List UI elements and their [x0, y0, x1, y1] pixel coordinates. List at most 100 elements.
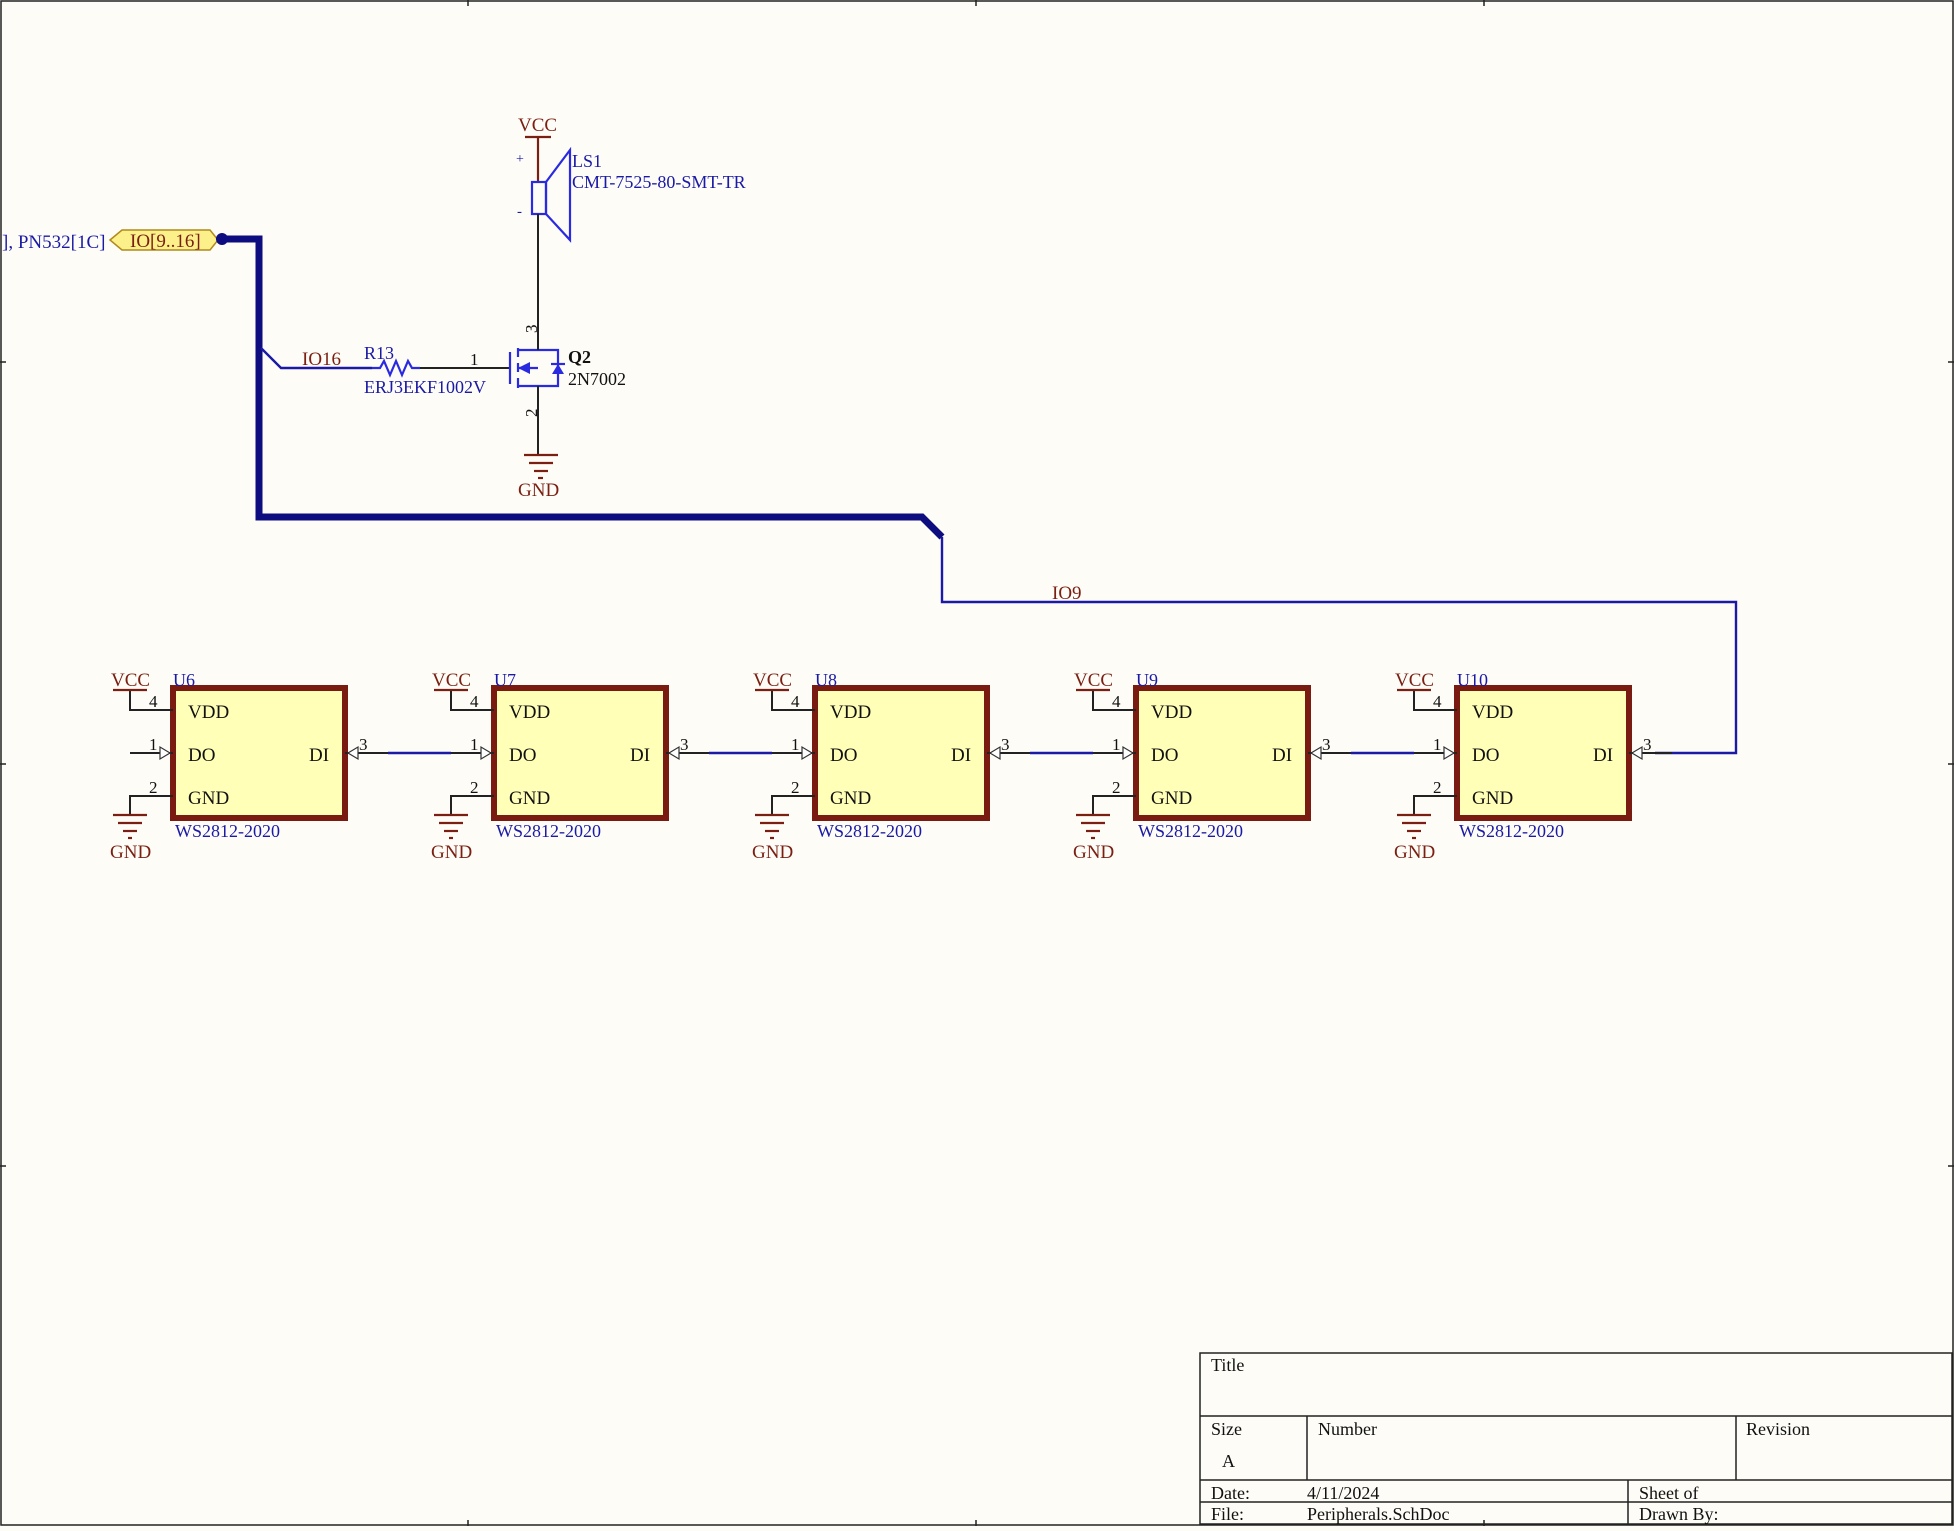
tb-drawn-by-label: Drawn By:: [1639, 1504, 1719, 1524]
pin-name-gnd-u6: GND: [188, 788, 229, 809]
ls1-minus: -: [517, 204, 522, 220]
bus-io[interactable]: [220, 235, 945, 540]
title-block: [1199, 1352, 1953, 1525]
pin-vdd-line-u9: [1092, 690, 1136, 711]
gnd-label-u8: GND: [752, 842, 793, 863]
tb-size-value: A: [1222, 1451, 1235, 1471]
led-chain: VCCGNDVDDDOGNDDI4123U6WS2812-2020VCCGNDV…: [110, 670, 1672, 863]
led-designator-u7: U7: [494, 670, 516, 690]
pin-number-di-u6: 3: [359, 735, 368, 754]
bus-port[interactable]: IO[9..16]: [108, 229, 219, 252]
pin-name-di-u6: DI: [309, 745, 329, 766]
gnd-label-u10: GND: [1394, 842, 1435, 863]
tb-file-label: File:: [1211, 1504, 1244, 1524]
pin-name-vdd-u9: VDD: [1151, 702, 1192, 723]
di-arrow-u10: [1630, 745, 1643, 761]
pin-vdd-line-u6: [129, 690, 173, 711]
do-arrow-u8: [801, 745, 814, 761]
tb-title-label: Title: [1211, 1355, 1244, 1375]
di-arrow-u7: [667, 745, 680, 761]
do-arrow-u6: [159, 745, 172, 761]
led-part-number-u8: WS2812-2020: [817, 821, 922, 841]
pin-number-di-u8: 3: [1001, 735, 1010, 754]
do-arrow-u9: [1122, 745, 1135, 761]
q2-designator: Q2: [568, 347, 591, 367]
q2-part-number: 2N7002: [568, 369, 626, 389]
offsheet-reference: ], PN532[1C]: [2, 232, 105, 253]
gnd-label-u9: GND: [1073, 842, 1114, 863]
led-part-number-u7: WS2812-2020: [496, 821, 601, 841]
r13-part-number: ERJ3EKF1002V: [364, 377, 486, 397]
pin-name-vdd-u7: VDD: [509, 702, 550, 723]
led-body-u7[interactable]: [491, 685, 669, 821]
pin-name-vdd-u6: VDD: [188, 702, 229, 723]
pin-name-vdd-u8: VDD: [830, 702, 871, 723]
pin-vdd-line-u10: [1413, 690, 1457, 711]
tb-revision-label: Revision: [1746, 1419, 1810, 1439]
pin-number-di-u7: 3: [680, 735, 689, 754]
pin-gnd-line-u7: [450, 795, 494, 815]
vcc-label-u8: VCC: [753, 670, 792, 691]
gnd-label-u7: GND: [431, 842, 472, 863]
pin-name-gnd-u9: GND: [1151, 788, 1192, 809]
vcc-label-ls1: VCC: [518, 115, 557, 136]
pin-number-gnd-u8: 2: [791, 778, 800, 797]
wire-io16[interactable]: [260, 347, 372, 370]
pin-gnd-line-u8: [771, 795, 815, 815]
pin-number-di-u10: 3: [1643, 735, 1652, 754]
pin-name-do-u10: DO: [1472, 745, 1499, 766]
pin-name-gnd-u7: GND: [509, 788, 550, 809]
pin-number-do-u6: 1: [149, 735, 158, 754]
tb-date-label: Date:: [1211, 1483, 1250, 1503]
net-label-io9: IO9: [1052, 583, 1082, 604]
pin-name-do-u8: DO: [830, 745, 857, 766]
pin-number-vdd-u10: 4: [1433, 692, 1442, 711]
led-part-number-u9: WS2812-2020: [1138, 821, 1243, 841]
do-arrow-u7: [480, 745, 493, 761]
bus-port-label: IO[9..16]: [130, 231, 201, 252]
pin-name-di-u7: DI: [630, 745, 650, 766]
pin-vdd-line-u7: [450, 690, 494, 711]
tb-size-label: Size: [1211, 1419, 1242, 1439]
pin-number-gnd-u7: 2: [470, 778, 479, 797]
pin-gnd-line-u6: [129, 795, 173, 815]
pin-number-vdd-u9: 4: [1112, 692, 1121, 711]
speaker-ls1[interactable]: [530, 146, 572, 323]
resistor-r13[interactable]: [372, 358, 510, 378]
pin-name-di-u9: DI: [1272, 745, 1292, 766]
pin-name-do-u9: DO: [1151, 745, 1178, 766]
pin-number-do-u9: 1: [1112, 735, 1121, 754]
led-designator-u10: U10: [1457, 670, 1488, 690]
ls1-plus: +: [516, 152, 524, 167]
vcc-label-u7: VCC: [432, 670, 471, 691]
q2-pin-drain: 3: [522, 325, 541, 334]
pin-name-gnd-u8: GND: [830, 788, 871, 809]
gnd-label-q2: GND: [518, 480, 559, 501]
pin-name-di-u10: DI: [1593, 745, 1613, 766]
mosfet-q2[interactable]: 1 3 2: [470, 323, 565, 455]
led-designator-u8: U8: [815, 670, 837, 690]
wire-io9[interactable]: [940, 537, 1738, 755]
pin-number-gnd-u6: 2: [149, 778, 158, 797]
vcc-label-u9: VCC: [1074, 670, 1113, 691]
pin-name-do-u7: DO: [509, 745, 536, 766]
led-part-number-u6: WS2812-2020: [175, 821, 280, 841]
q2-pin-source: 2: [522, 409, 541, 418]
pin-name-vdd-u10: VDD: [1472, 702, 1513, 723]
pin-number-vdd-u6: 4: [149, 692, 158, 711]
q2-pin-gate: 1: [470, 350, 479, 369]
led-body-u9[interactable]: [1133, 685, 1311, 821]
di-arrow-u6: [346, 745, 359, 761]
pin-number-di-u9: 3: [1322, 735, 1331, 754]
pin-number-gnd-u9: 2: [1112, 778, 1121, 797]
net-label-io16: IO16: [302, 349, 341, 370]
pin-number-do-u7: 1: [470, 735, 479, 754]
